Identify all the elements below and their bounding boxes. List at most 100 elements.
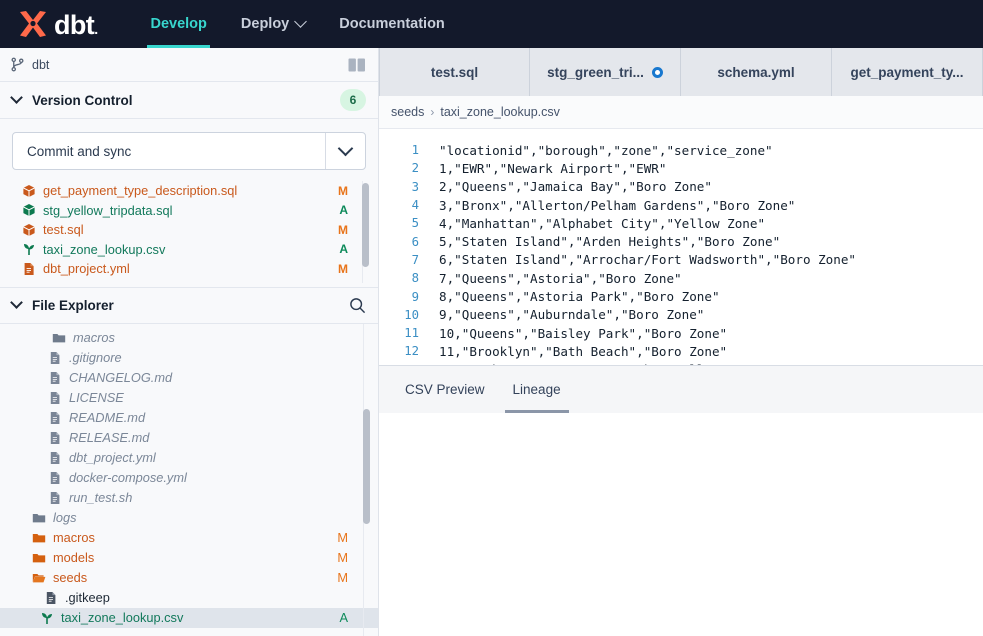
tab-lineage[interactable]: Lineage (499, 367, 575, 413)
vc-file-status: M (338, 261, 348, 276)
file-tree-item-docker-compose-yml[interactable]: docker-compose.yml (0, 468, 378, 488)
code-line: 4 3,"Bronx","Allerton/Pelham Gardens","Bo… (379, 196, 983, 214)
line-number: 9 (411, 289, 419, 304)
bottom-panel-tabs: CSV Preview Lineage (379, 364, 983, 413)
file-tree-item-label: RELEASE.md (69, 430, 150, 445)
file-tree-item-label: CHANGELOG.md (69, 370, 173, 385)
editor-pane: test.sql stg_green_tri... schema.yml get… (379, 48, 983, 636)
editor-tab-label: test.sql (430, 64, 479, 80)
chevron-down-icon (10, 295, 23, 309)
line-content: 3,"Bronx","Allerton/Pelham Gardens","Bor… (439, 197, 796, 213)
nav-item-documentation[interactable]: Documentation (322, 0, 462, 48)
line-number: 3 (411, 179, 419, 194)
file-tree-item-readme[interactable]: README.md (0, 408, 378, 428)
file-tree-item-label: seeds (53, 570, 88, 585)
file-tree-item-label: docker-compose.yml (69, 470, 187, 485)
vc-file-name: taxi_zone_lookup.csv (43, 241, 166, 257)
line-content: 9,"Queens","Auburndale","Boro Zone" (439, 307, 705, 323)
line-content: 12,"Manhattan","Battery Park","Yellow Zo… (427, 362, 765, 364)
file-tree-item-label: README.md (69, 410, 146, 425)
commit-dropdown-toggle[interactable] (325, 133, 365, 169)
code-editor[interactable]: 1"locationid","borough","zone","service_… (379, 129, 983, 365)
version-control-scrollbar-thumb[interactable] (362, 183, 369, 267)
file-yml-icon (22, 262, 36, 276)
file-tree-item-gitkeep[interactable]: .gitkeep (0, 588, 378, 608)
file-tree-item-label: taxi_zone_lookup.csv (61, 610, 184, 625)
git-branch-icon (10, 57, 25, 72)
vc-file-row[interactable]: get_payment_type_description.sql M (0, 181, 378, 201)
file-explorer-tree: macros .gitignore CHANGELOG.md LICENSE R… (0, 323, 378, 636)
file-icon (48, 351, 62, 365)
vc-file-row[interactable]: stg_yellow_tripdata.sql A (0, 201, 378, 221)
file-tree-item-seeds-folder[interactable]: seeds M (0, 568, 378, 588)
editor-tab-test-sql[interactable]: test.sql (379, 48, 530, 96)
file-tree-item-license[interactable]: LICENSE (0, 388, 378, 408)
file-tree-item-status: M (337, 570, 348, 585)
bottom-tab-label: Lineage (512, 382, 561, 397)
docs-panel-icon[interactable] (348, 58, 366, 72)
line-number: 7 (411, 252, 419, 267)
model-cube-icon (22, 203, 36, 217)
file-tree-item-taxi-zone-lookup-csv[interactable]: taxi_zone_lookup.csv A (0, 607, 378, 628)
vc-file-row[interactable]: taxi_zone_lookup.csv A (0, 240, 378, 260)
folder-icon (52, 331, 66, 345)
vc-file-row[interactable]: dbt_project.yml M (0, 259, 378, 279)
version-control-change-count-badge: 6 (340, 89, 366, 111)
file-icon (48, 491, 62, 505)
editor-tab-label: stg_green_tri... (547, 64, 644, 80)
file-tree-item-run-test-sh[interactable]: run_test.sh (0, 488, 378, 508)
vc-file-row[interactable]: test.sql M (0, 220, 378, 240)
search-icon[interactable] (349, 297, 366, 314)
file-tree-item-models-folder[interactable]: models M (0, 548, 378, 568)
nav-items: Develop Deploy Documentation (133, 0, 461, 48)
file-tree-item-status: M (337, 530, 348, 545)
folder-open-orange-icon (32, 571, 46, 585)
file-tree-item-dbt-project-yml[interactable]: dbt_project.yml (0, 448, 378, 468)
line-content: 4,"Manhattan","Alphabet City","Yellow Zo… (439, 215, 766, 231)
file-tree-item-macros-folder[interactable]: macros M (0, 528, 378, 548)
file-explorer-header[interactable]: File Explorer (0, 286, 378, 324)
vc-file-name: stg_yellow_tripdata.sql (43, 202, 173, 218)
file-icon (48, 391, 62, 405)
line-number: 1 (411, 143, 419, 158)
file-tree-item-label: logs (53, 510, 77, 525)
file-tree-item-gitignore[interactable]: .gitignore (0, 348, 378, 368)
file-tree-item-status: A (339, 610, 348, 625)
file-tree-item-label: LICENSE (69, 390, 124, 405)
version-control-title: Version Control (32, 92, 133, 108)
breadcrumb-file: taxi_zone_lookup.csv (440, 105, 560, 119)
branch-bar: dbt (0, 48, 378, 82)
file-tree-item-label: macros (73, 330, 115, 345)
file-tree-item-release[interactable]: RELEASE.md (0, 428, 378, 448)
nav-item-deploy[interactable]: Deploy (224, 0, 322, 48)
file-tree-item-label: models (53, 550, 95, 565)
vc-file-status: A (339, 242, 348, 257)
vc-file-name: test.sql (43, 222, 84, 238)
folder-orange-icon (32, 531, 46, 545)
line-content: 10,"Queens","Baisley Park","Boro Zone" (439, 325, 728, 341)
file-tree-item-changelog[interactable]: CHANGELOG.md (0, 368, 378, 388)
version-control-header[interactable]: Version Control 6 (0, 82, 378, 119)
editor-tab-schema-yml[interactable]: schema.yml (681, 48, 832, 96)
file-icon (48, 371, 62, 385)
file-tree-item-logs[interactable]: logs (0, 508, 378, 528)
tab-csv-preview[interactable]: CSV Preview (391, 367, 499, 413)
nav-item-develop[interactable]: Develop (133, 0, 223, 48)
breadcrumb-root[interactable]: seeds (391, 105, 425, 119)
file-tree-item-label: run_test.sh (69, 490, 133, 505)
editor-tab-stg-green-tripdata[interactable]: stg_green_tri... (530, 48, 681, 96)
line-number: 4 (411, 198, 419, 213)
dbt-logo[interactable]: dbt. (16, 9, 98, 39)
file-explorer-scrollbar-thumb[interactable] (363, 408, 370, 524)
line-content: 5,"Staten Island","Arden Heights","Boro … (439, 234, 781, 250)
nav-item-label: Deploy (240, 16, 290, 32)
commit-and-sync-button[interactable]: Commit and sync (12, 132, 366, 170)
file-tree-item-macros[interactable]: macros (0, 328, 378, 348)
editor-tab-get-payment-type[interactable]: get_payment_ty... (832, 48, 983, 96)
nav-item-label: Develop (150, 16, 207, 32)
